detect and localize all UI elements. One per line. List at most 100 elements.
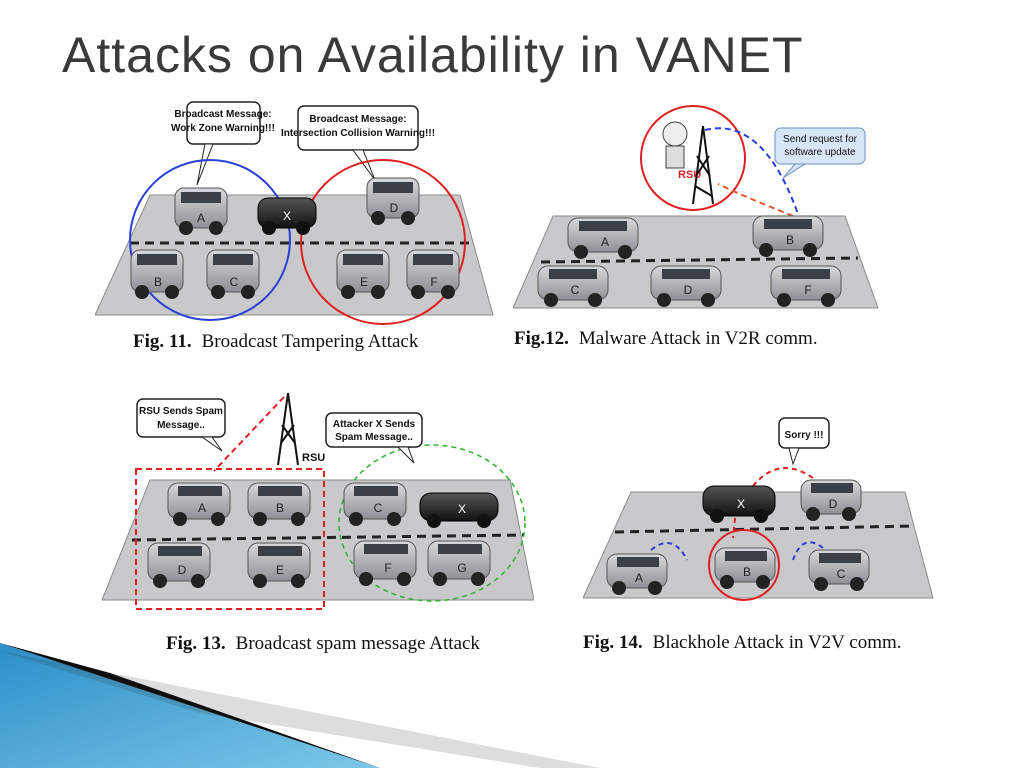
car-icon: F [406, 249, 460, 299]
svg-text:F: F [384, 561, 391, 575]
caption-number: Fig. 11. [133, 331, 192, 352]
svg-text:F: F [430, 275, 437, 289]
svg-text:A: A [601, 235, 609, 249]
lane-divider [131, 533, 525, 542]
rsu-tower-icon [277, 392, 299, 466]
car-icon: F [353, 540, 417, 586]
figure-13-diagram: RSU Sends Spam Message.. RSU Attacker X … [102, 392, 534, 610]
attacker-car-icon: X [257, 197, 317, 235]
bubble-line: Attacker X Sends [333, 419, 416, 430]
attacker-car-icon: X [702, 485, 776, 523]
svg-text:D: D [178, 563, 187, 577]
figure-14-diagram: Sorry !!! X D A B C [583, 417, 934, 601]
drop-arrow [752, 467, 824, 487]
bubble-line: Spam Message.. [335, 432, 413, 443]
caption-text: Blackhole Attack in V2V comm. [652, 632, 902, 653]
bubble-line: Broadcast Message: [309, 114, 406, 125]
figure-14: Sorry !!! X D A B C [583, 410, 943, 605]
request-arrow [704, 127, 799, 215]
car-icon: C [808, 549, 870, 591]
bubble-line: Sorry !!! [785, 430, 824, 441]
bubble-line: software update [784, 147, 856, 158]
svg-text:E: E [360, 275, 368, 289]
caption-text: Broadcast Tampering Attack [201, 331, 419, 352]
blackhole-circle [708, 529, 780, 601]
car-icon: A [167, 482, 231, 526]
speech-bubble [186, 101, 261, 145]
figure-11: Broadcast Message: Work Zone Warning!!! … [95, 100, 495, 325]
car-icon: A [567, 217, 639, 259]
svg-text:D: D [684, 283, 693, 297]
svg-text:A: A [198, 501, 206, 515]
figure-11-caption: Fig. 11. Broadcast Tampering Attack [133, 331, 418, 353]
caption-number: Fig. 14. [583, 632, 643, 653]
svg-text:X: X [737, 497, 745, 511]
svg-text:C: C [374, 501, 383, 515]
speech-bubble [136, 398, 226, 438]
caption-text: Malware Attack in V2R comm. [578, 328, 818, 349]
figure-13: RSU Sends Spam Message.. RSU Attacker X … [102, 385, 534, 615]
svg-text:D: D [829, 497, 838, 511]
bubble-line: Broadcast Message: [174, 109, 271, 120]
car-icon: B [130, 249, 184, 299]
figure-14-caption: Fig. 14. Blackhole Attack in V2V comm. [583, 632, 902, 654]
figure-12-caption: Fig.12. Malware Attack in V2R comm. [514, 328, 818, 350]
spam-area-red [135, 468, 325, 610]
svg-text:C: C [837, 567, 846, 581]
decorative-swoosh [0, 643, 600, 768]
svg-text:G: G [457, 561, 466, 575]
forward-arrow [650, 541, 688, 561]
car-icon: D [650, 265, 722, 307]
bubble-line: Intersection Collision Warning!!! [281, 128, 435, 139]
figure-12: RSU Send request for software update A B… [513, 96, 883, 314]
svg-text:C: C [230, 275, 239, 289]
caption-number: Fig.12. [514, 328, 569, 349]
svg-text:B: B [154, 275, 162, 289]
car-icon: C [343, 482, 407, 526]
page-title: Attacks on Availability in VANET [62, 27, 804, 83]
svg-text:X: X [458, 502, 466, 516]
car-icon: B [247, 482, 311, 526]
rsu-compromised-circle [640, 105, 746, 211]
svg-text:F: F [804, 283, 811, 297]
speech-bubble [778, 417, 830, 449]
car-icon: C [206, 249, 260, 299]
car-icon: A [606, 553, 668, 595]
car-icon: A [174, 187, 228, 235]
car-icon: C [537, 265, 609, 307]
spam-area-green [338, 444, 526, 602]
car-icon: E [336, 249, 390, 299]
bubble-line: Send request for [783, 134, 858, 145]
svg-text:A: A [197, 211, 205, 225]
svg-text:C: C [571, 283, 580, 297]
bubble-line: RSU Sends Spam [139, 406, 223, 417]
broadcast-range-red [300, 159, 466, 325]
lane-divider [540, 256, 859, 264]
car-icon: E [247, 542, 311, 588]
svg-text:X: X [283, 209, 291, 223]
car-icon: B [714, 547, 776, 589]
figure-13-caption: Fig. 13. Broadcast spam message Attack [166, 633, 480, 655]
svg-text:D: D [390, 201, 399, 215]
car-icon: D [800, 479, 862, 521]
broadcast-range-blue [129, 159, 291, 321]
caption-text: Broadcast spam message Attack [235, 633, 480, 654]
svg-text:B: B [276, 501, 284, 515]
car-icon: G [427, 540, 491, 586]
forward-arrow [792, 541, 824, 561]
car-icon: D [147, 542, 211, 588]
lane-divider [614, 524, 914, 534]
svg-text:B: B [786, 233, 794, 247]
malware-arrow [717, 183, 794, 217]
attacker-car-icon: X [419, 492, 499, 528]
car-icon: B [752, 215, 824, 257]
svg-text:B: B [743, 565, 751, 579]
car-icon: D [366, 177, 420, 225]
hacker-icon [662, 121, 688, 169]
rsu-tower-icon [692, 125, 714, 205]
speech-bubble [774, 127, 866, 165]
rsu-label: RSU [302, 452, 325, 464]
figure-12-diagram: RSU Send request for software update A B… [513, 105, 879, 309]
bubble-line: Message.. [157, 420, 205, 431]
caption-number: Fig. 13. [166, 633, 226, 654]
